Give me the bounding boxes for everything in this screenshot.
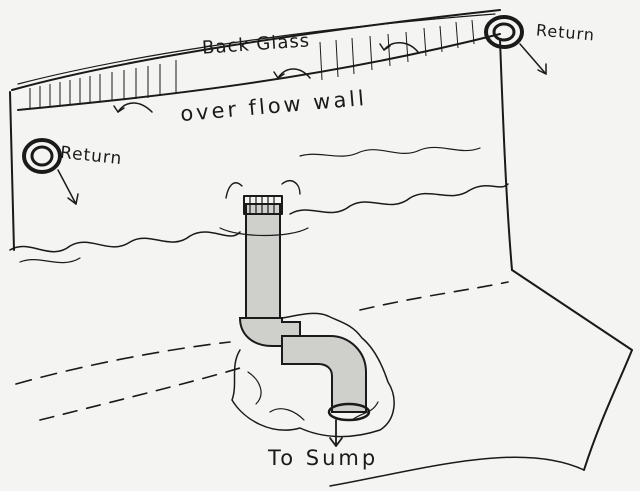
standpipe-body [245, 203, 281, 319]
water-lines [9, 146, 509, 264]
standpipe [219, 180, 371, 422]
flow-arrow-2 [277, 68, 311, 79]
rock-mound [231, 312, 395, 438]
drain-opening [327, 402, 371, 422]
sand-line-left [39, 367, 241, 421]
overflow-wall-lower-edge [17, 33, 501, 111]
return-ring-right-inner [492, 22, 516, 42]
overflow-arrows [113, 42, 419, 113]
overflow-hatching [29, 19, 475, 108]
sand-line-upper-left [15, 341, 231, 385]
tank-floor-edge [329, 456, 585, 487]
back-glass-top-edge-2 [17, 13, 496, 85]
return-arrow-right [519, 43, 547, 75]
water-surface-back [289, 183, 509, 215]
intake-arrow-right [281, 180, 301, 195]
tank-bottom-right-edge [511, 269, 633, 351]
standpipe-strainer [243, 195, 283, 215]
sand-line-right [359, 281, 509, 311]
back-glass-top-edge [11, 9, 501, 91]
flow-arrow-1-head [113, 105, 125, 113]
flow-arrow-1 [117, 102, 153, 113]
return-ring-left-inner [30, 145, 54, 167]
to-sump-label: To Sump [268, 446, 379, 470]
intake-arrow-left [225, 182, 243, 199]
to-sump-arrow [329, 419, 343, 447]
flow-arrow-2-head [273, 71, 285, 79]
tank-left-edge [9, 91, 15, 251]
tank-right-edge [499, 39, 513, 271]
tank-front-edge [583, 349, 633, 471]
return-arrow-left [57, 169, 77, 205]
sand-bed-line [15, 281, 509, 421]
return-arrow-right-head [537, 63, 547, 75]
water-ripple-1 [19, 257, 81, 264]
return-ring-left [22, 138, 62, 174]
rock-detail [247, 371, 379, 421]
sump-arrow-head [329, 437, 343, 447]
strainer-slots [249, 195, 275, 215]
flow-arrow-3-head [379, 43, 391, 51]
return-arrow-left-head [67, 193, 79, 205]
return-ring-right [484, 15, 524, 49]
return-nozzle-right [484, 15, 547, 75]
intake-ripple [219, 227, 309, 237]
water-ripple-2 [299, 146, 481, 157]
aquarium-tank [9, 9, 633, 487]
water-surface-front [9, 231, 241, 253]
rock-outline [231, 312, 395, 438]
drain-pipe [281, 335, 367, 413]
return-nozzle-left [22, 138, 79, 205]
